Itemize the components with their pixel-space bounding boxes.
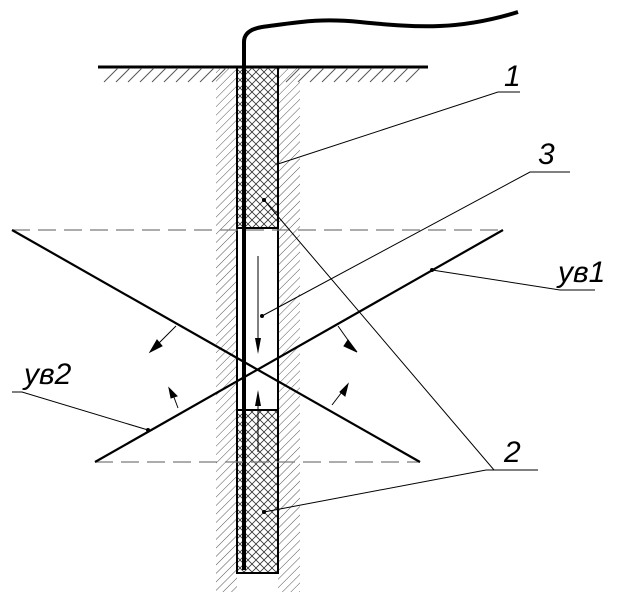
- callout-label-1: 1: [504, 60, 521, 93]
- leader-dots: [146, 198, 434, 514]
- callout-label-level-1: ув1: [556, 256, 605, 289]
- borehole-outline: [236, 67, 279, 574]
- callout-label-level-2: ув2: [22, 358, 72, 391]
- level-line-1: [94, 229, 504, 463]
- level-line-2: [11, 229, 421, 463]
- direction-arrows: [148, 325, 358, 409]
- leader-lines: [12, 91, 595, 513]
- flow-arrow-down: [255, 256, 261, 354]
- callout-label-2: 2: [503, 436, 521, 469]
- callout-label-3: 3: [538, 138, 555, 171]
- flow-arrow-up: [255, 390, 261, 452]
- borehole-wall-left-hatch: [216, 68, 237, 592]
- borehole-wall-right-hatch: [278, 68, 300, 592]
- sensor-cable: [242, 10, 519, 570]
